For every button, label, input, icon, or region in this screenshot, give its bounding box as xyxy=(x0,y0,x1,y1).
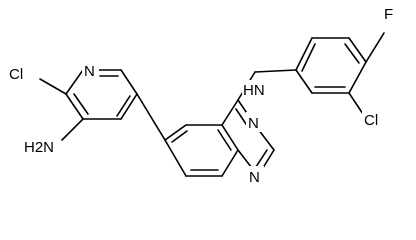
bond-pyr-c3-c2-inner xyxy=(73,93,89,115)
bond-q-c5-c6-inner xyxy=(171,130,188,143)
atom-cl-pyridine: Cl xyxy=(9,66,23,83)
atom-f: F xyxy=(384,6,393,23)
bond-pyr-c5-c4-inner xyxy=(116,95,131,117)
bond-pyr-c6-c5 xyxy=(120,69,138,95)
bond-q-c8a-c4a-inner xyxy=(217,129,232,151)
bond-pyr-c3-c2 xyxy=(65,93,84,120)
bond-pyr-c5-c4 xyxy=(120,93,138,120)
bond-ph-c1-c2-inner xyxy=(301,43,316,72)
atom-n-pyridine: N xyxy=(84,63,95,80)
bond-ph-c3-c4-inner xyxy=(344,43,360,64)
bond-q-c4a-c4 xyxy=(221,99,239,126)
bond-nh-phenyl xyxy=(254,69,297,73)
bond-layer xyxy=(39,32,385,177)
bond-q-c6-c7 xyxy=(164,139,187,177)
atom-n3-quinazoline: N xyxy=(248,115,259,132)
bond-q-c5-c6 xyxy=(164,124,187,141)
bond-ph-c3-c4 xyxy=(348,37,367,63)
bond-biaryl xyxy=(136,93,166,141)
bond-ph-c6-c1 xyxy=(295,69,313,94)
bond-q-c8a-c4a xyxy=(221,124,239,151)
atom-nh-amine: HN xyxy=(243,82,265,99)
label-background-layer xyxy=(8,3,398,186)
atom-cl-phenyl: Cl xyxy=(364,112,378,129)
bond-ph-c4-c5 xyxy=(348,61,367,94)
bond-c2-cl xyxy=(39,78,67,95)
atom-nh2: H2N xyxy=(24,139,54,156)
bond-ph-f xyxy=(365,32,385,63)
bond-ph-c1-c2 xyxy=(295,37,313,71)
molecular-structure: Cl N H2N HN F Cl N N xyxy=(8,3,398,186)
atom-label-layer: Cl N H2N HN F Cl N N xyxy=(9,6,393,186)
atom-n1-quinazoline: N xyxy=(249,169,260,186)
bond-c3-nh2 xyxy=(61,118,84,141)
bond-q-c8-c8a xyxy=(221,149,239,177)
bond-pyr-c2-n1 xyxy=(65,69,84,95)
